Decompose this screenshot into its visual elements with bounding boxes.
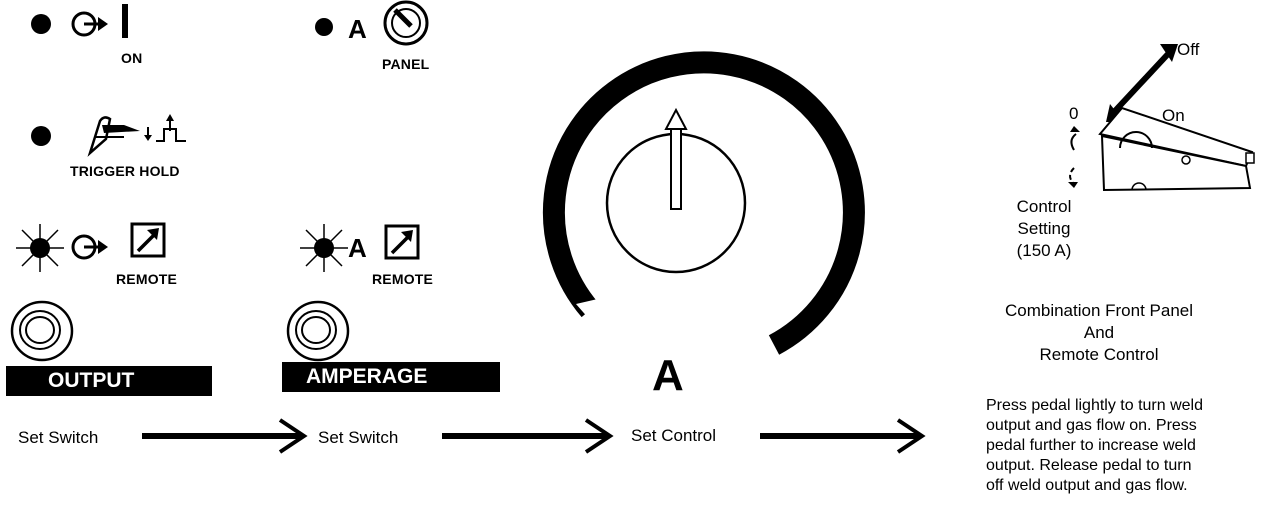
pushbutton-icon[interactable] [286, 300, 350, 362]
instruction-line: output. Release pedal to turn [986, 457, 1192, 474]
remote-icon [130, 222, 166, 258]
output-switch-label: OUTPUT [48, 369, 135, 392]
led-indicator-icon [315, 18, 333, 36]
instruction-line: output and gas flow on. Press [986, 417, 1197, 434]
control-amperage-symbol: A [652, 351, 684, 400]
panel-label: PANEL [382, 56, 430, 72]
control-setting-line: (150 A) [1016, 241, 1072, 260]
control-setting-line: Setting [1017, 219, 1071, 238]
foot-pedal-icon[interactable] [1060, 40, 1260, 200]
power-on-icon [122, 4, 128, 38]
lit-led-icon [300, 224, 348, 272]
instruction-line: off weld output and gas flow. [986, 477, 1188, 494]
knob-icon[interactable] [520, 51, 865, 360]
lit-led-icon [16, 224, 64, 272]
instruction-line: pedal further to increase weld [986, 437, 1196, 454]
pushbutton-icon[interactable] [10, 300, 74, 362]
control-setting-label: Control Setting (150 A) [1008, 196, 1080, 262]
amperage-symbol: A [348, 14, 367, 44]
pedal-off-label: Off [1177, 40, 1200, 59]
remote-label: REMOTE [372, 271, 434, 287]
step2-label: Set Switch [318, 428, 399, 447]
step1-label: Set Switch [18, 428, 99, 447]
pedal-caption: Combination Front Panel And Remote Contr… [976, 300, 1222, 366]
torch-trigger-hold-icon [87, 114, 186, 157]
arrow-right-icon [442, 418, 614, 454]
caption-line: Remote Control [1039, 345, 1159, 364]
amperage-switch-label: AMPERAGE [306, 365, 428, 388]
led-indicator-icon [31, 126, 51, 146]
caption-line: Combination Front Panel [1004, 301, 1194, 320]
instruction-line: Press pedal lightly to turn weld [986, 397, 1203, 414]
remote-icon [384, 224, 420, 260]
on-label: ON [121, 50, 143, 66]
led-indicator-icon [31, 14, 51, 34]
amperage-symbol-remote: A [348, 233, 367, 263]
control-setting-line: Control [1016, 197, 1072, 216]
pedal-on-label: On [1162, 106, 1185, 125]
amperage-panel-icon [383, 0, 429, 46]
trigger-hold-label: TRIGGER HOLD [70, 163, 180, 179]
output-switch-label-bar: OUTPUT [6, 366, 212, 396]
step3-label: Set Control [631, 426, 717, 445]
arrow-right-icon [760, 418, 926, 454]
output-contactor-icon [71, 234, 108, 260]
output-contactor-icon [71, 11, 108, 37]
caption-line: And [1083, 323, 1115, 342]
pedal-instructions: Press pedal lightly to turn weld output … [986, 396, 1266, 496]
arrow-right-icon [142, 418, 308, 454]
remote-label: REMOTE [116, 271, 178, 287]
amperage-switch-label-bar: AMPERAGE [282, 362, 500, 392]
pedal-zero-label: 0 [1069, 104, 1079, 123]
